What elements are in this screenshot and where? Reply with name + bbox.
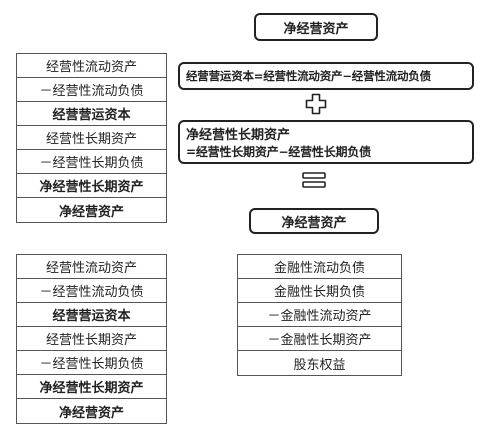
net-operating-assets-result: 净经营资产 [249,208,379,234]
table-row: 金融性流动负债 [238,255,401,279]
operating-assets-table-top: 经营性流动资产 －经营性流动负债 经营营运资本 经营性长期资产 －经营性长期负债… [16,53,167,223]
table-row: －金融性流动资产 [238,303,401,327]
formula-line: 净经营性长期资产 [186,128,291,143]
table-row: 经营性流动资产 [17,255,166,279]
table-row: 净经营性长期资产 [17,375,166,399]
table-row: 经营营运资本 [17,303,166,327]
net-long-term-assets-formula: 净经营性长期资产 =经营性长期资产−经营性长期负债 [178,120,474,164]
operating-assets-table-bottom: 经营性流动资产 －经营性流动负债 经营营运资本 经营性长期资产 －经营性长期负债… [16,254,167,424]
table-row: －经营性流动负债 [17,78,166,102]
table-row: －金融性长期资产 [238,327,401,351]
table-row: 净经营资产 [58,204,124,220]
table-row: 经营营运资本 [17,102,166,126]
table-row: 经营性流动资产 [17,54,166,78]
net-operating-assets-title: 净经营资产 [254,13,378,41]
table-row: 股东权益 [293,357,346,373]
equals-icon [302,172,326,188]
table-row: 经营性长期资产 [17,126,166,150]
table-row: －经营性长期负债 [17,351,166,375]
table-row: 经营性长期资产 [17,327,166,351]
formula-line: =经营性长期资产−经营性长期负债 [186,145,371,159]
table-row: 金融性长期负债 [238,279,401,303]
table-row: －经营性长期负债 [17,150,166,174]
table-row: 净经营性长期资产 [17,174,166,198]
table-row: －经营性流动负债 [17,279,166,303]
financing-table: 金融性流动负债 金融性长期负债 －金融性流动资产 －金融性长期资产 股东权益 [237,254,402,376]
table-row: 净经营资产 [58,405,124,421]
working-capital-formula: 经营营运资本=经营性流动资产−经营性流动负债 [178,62,474,90]
plus-icon [305,93,327,115]
